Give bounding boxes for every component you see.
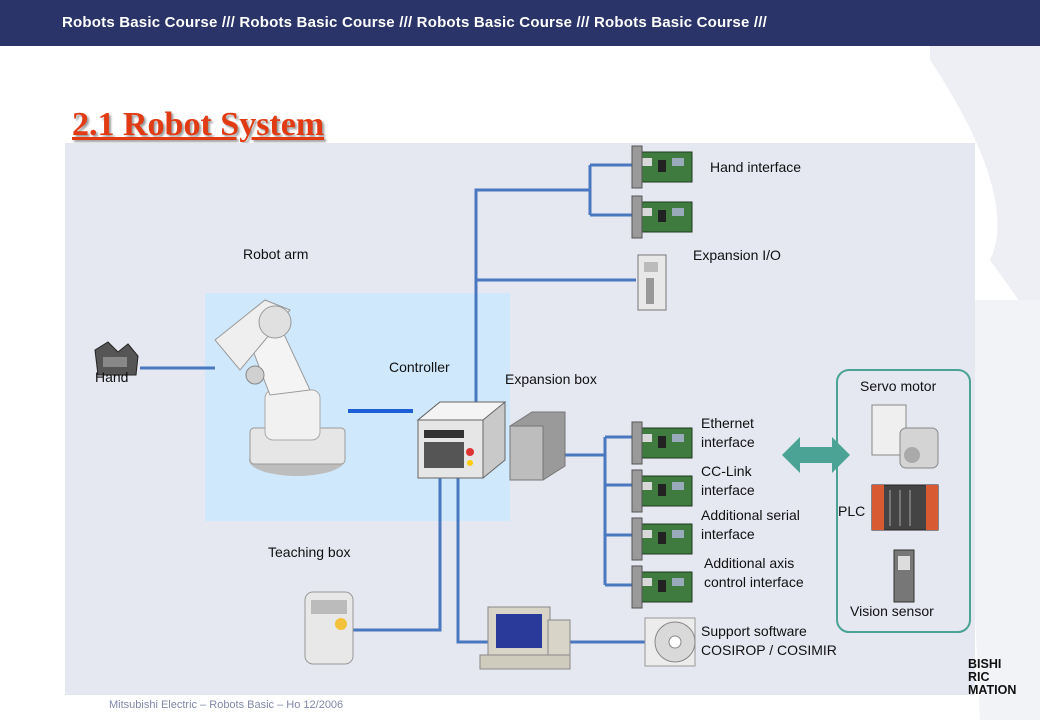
cclink-label-line1: CC-Link — [701, 463, 752, 479]
plc-label: PLC — [838, 503, 866, 519]
serial-interface-card — [631, 517, 693, 561]
expansion-io-label: Expansion I/O — [693, 247, 781, 263]
hand-label: Hand — [95, 369, 129, 385]
hand-gripper — [94, 341, 139, 376]
plc-unit — [871, 484, 939, 531]
hand-interface-label: Hand interface — [710, 159, 802, 175]
servo-motor-label: Servo motor — [860, 378, 937, 394]
connection-lines — [140, 163, 650, 644]
ethernet-label-line1: Ethernet — [701, 415, 754, 431]
axis-interface-card — [631, 565, 693, 609]
software-cd — [644, 617, 696, 667]
vision-sensor-label: Vision sensor — [850, 603, 934, 619]
hand-interface-card-2 — [631, 195, 693, 239]
axis-label-line2: control interface — [704, 574, 804, 590]
vision-sensor-unit — [893, 549, 915, 603]
ethernet-interface-card — [631, 421, 693, 465]
expansion-box-label: Expansion box — [505, 371, 597, 387]
robot-arm — [214, 299, 346, 476]
page-title: 2.1 Robot System — [72, 106, 325, 143]
hand-interface-card-1 — [631, 145, 693, 189]
serial-label-line2: interface — [701, 526, 755, 542]
top-banner: Robots Basic Course /// Robots Basic Cou… — [0, 0, 1040, 46]
expansion-io-module — [637, 254, 667, 311]
robot-arm-label: Robot arm — [243, 246, 309, 262]
support-software-label-line2: COSIROP / COSIMIR — [701, 642, 837, 658]
teaching-box-unit — [304, 591, 354, 665]
controller-unit — [416, 401, 507, 479]
banner-text: Robots Basic Course /// Robots Basic Cou… — [62, 14, 767, 31]
expansion-box-unit — [509, 411, 566, 481]
cclink-label-line2: interface — [701, 482, 755, 498]
servo-motor-unit — [871, 404, 939, 469]
computer-unit — [479, 606, 571, 670]
axis-label-line1: Additional axis — [704, 555, 795, 571]
peripherals-frame — [836, 369, 971, 633]
cclink-interface-card — [631, 469, 693, 513]
controller-label: Controller — [389, 359, 450, 375]
company-logo: BISHI RIC MATION — [968, 657, 1017, 697]
double-arrow — [782, 437, 850, 473]
support-software-label-line1: Support software — [701, 623, 807, 639]
serial-label-line1: Additional serial — [701, 507, 800, 523]
ethernet-label-line2: interface — [701, 434, 755, 450]
footer-text: Mitsubishi Electric – Robots Basic – Ho … — [109, 699, 344, 711]
teaching-box-label: Teaching box — [268, 544, 351, 560]
